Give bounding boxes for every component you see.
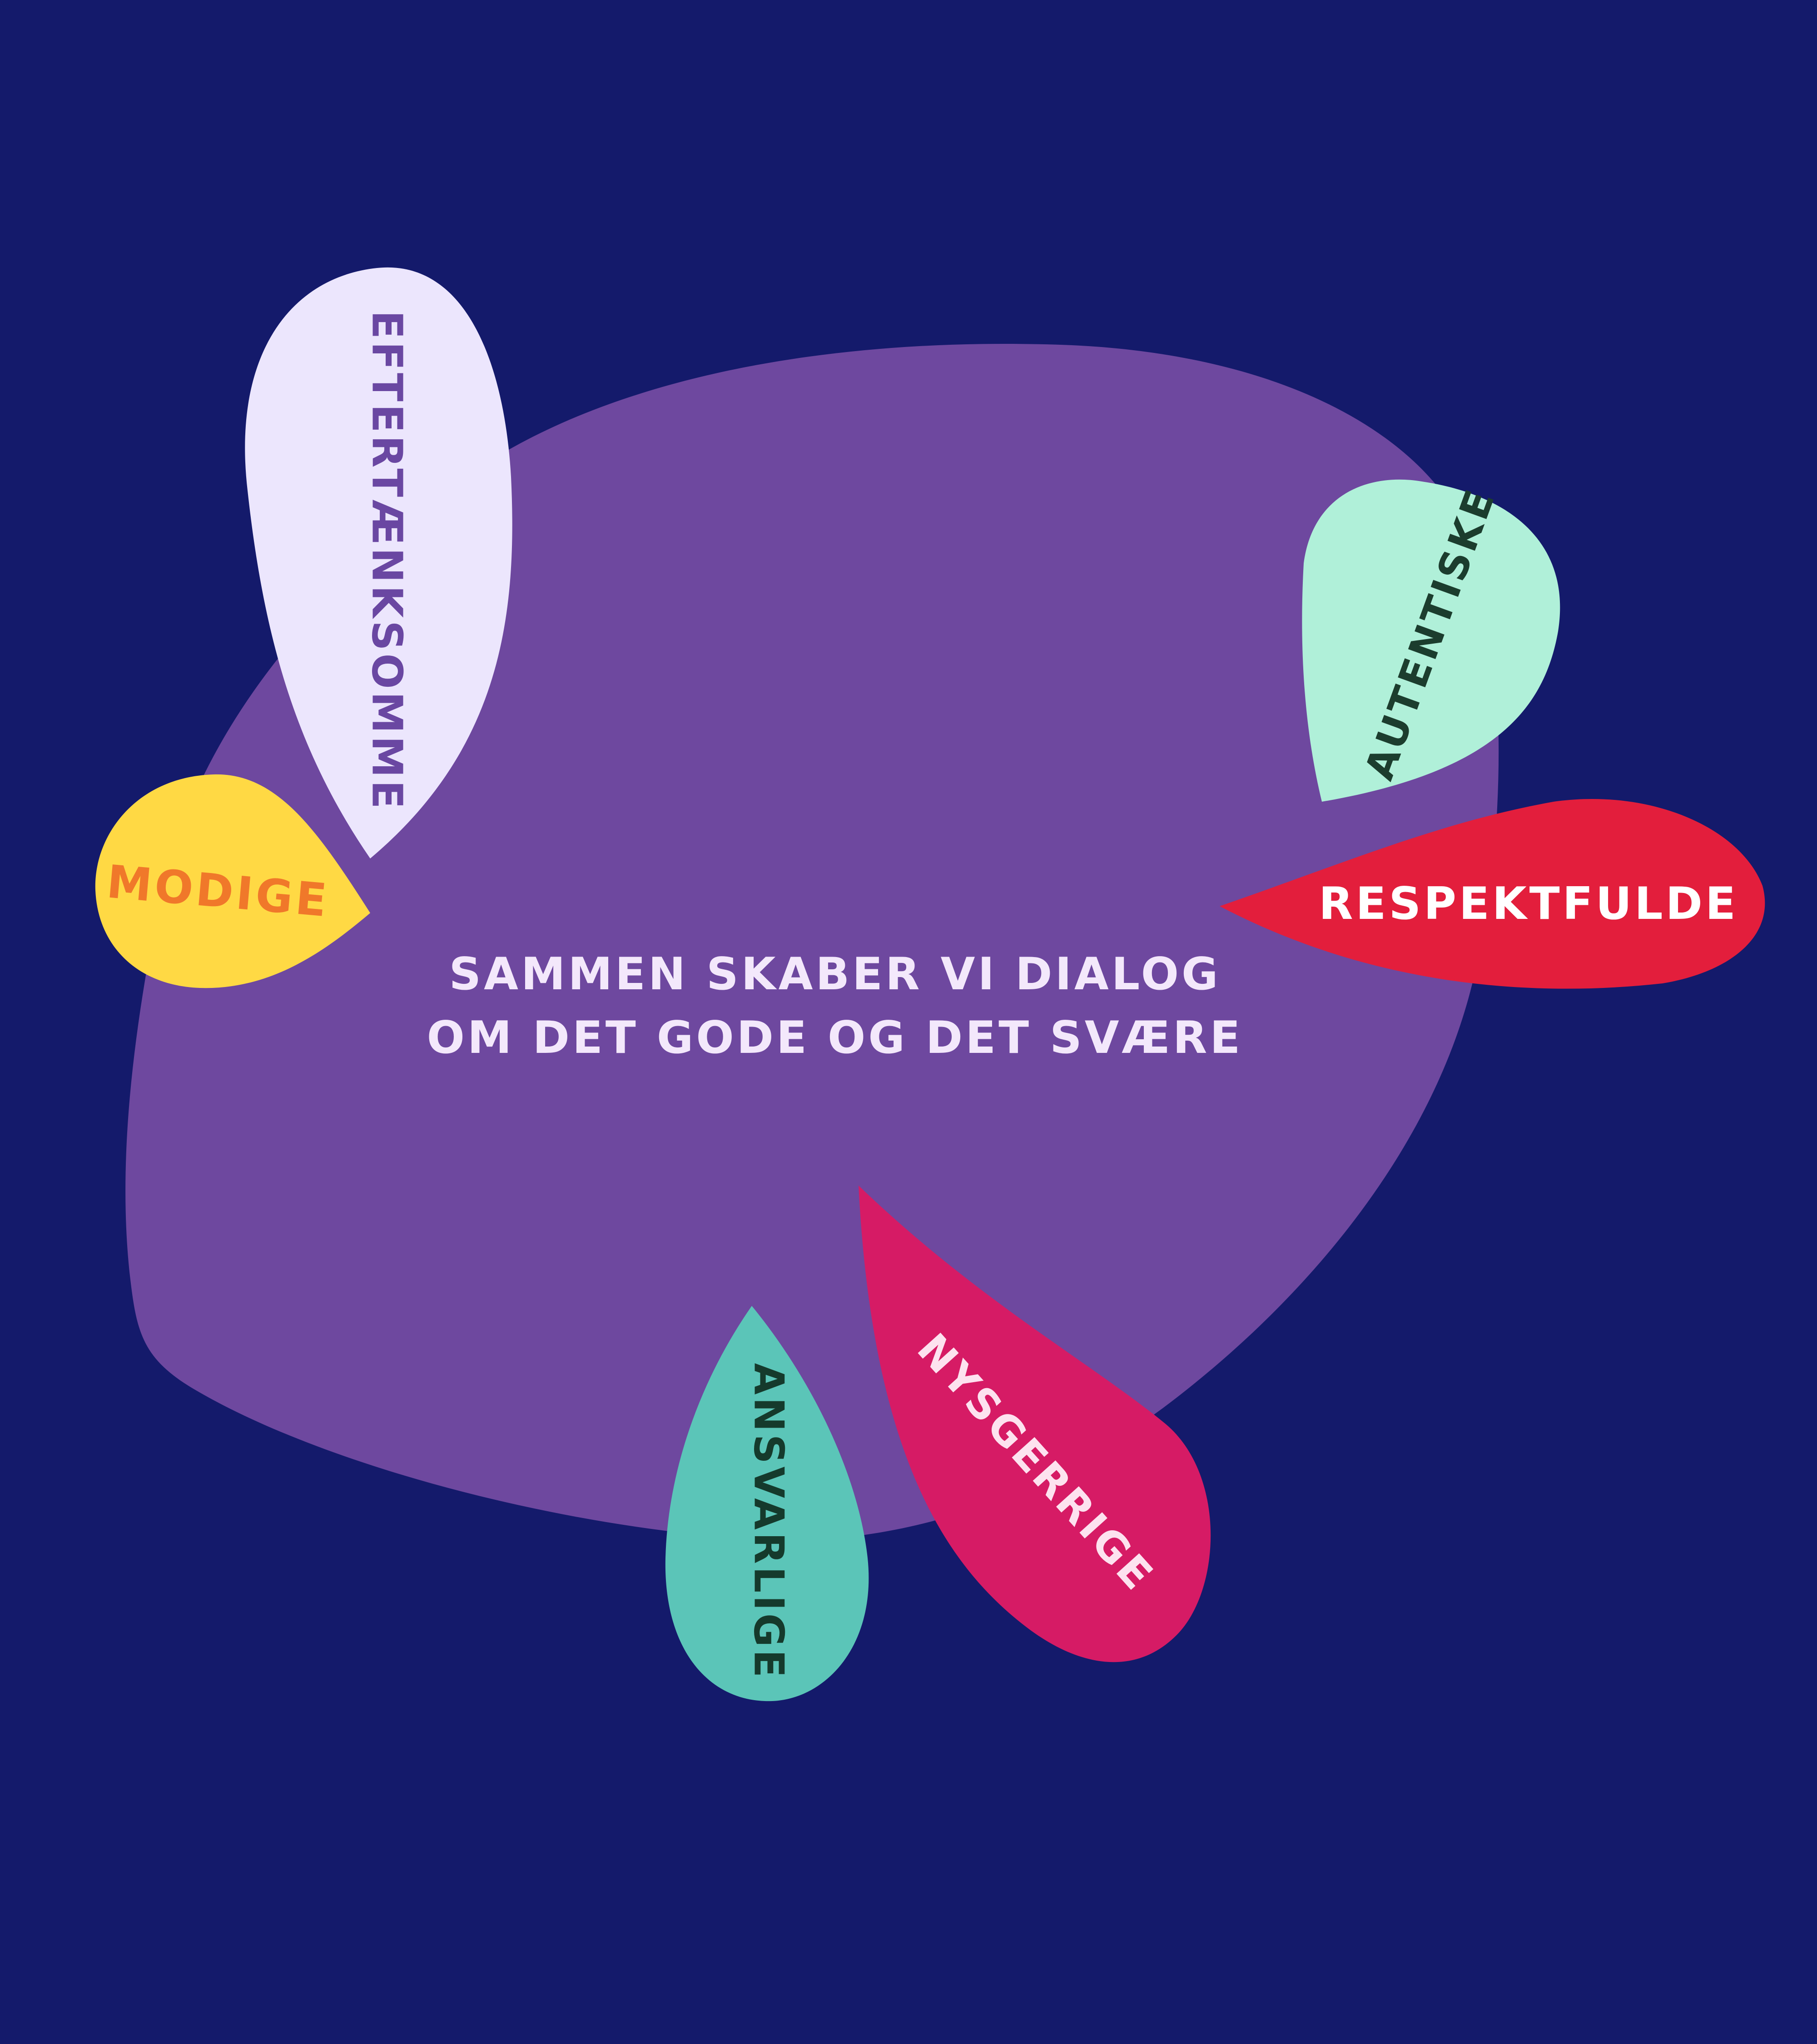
label-ansvarlige: ANSVARLIGE [745,1363,793,1680]
petal-nysgerrige [859,1186,1211,1662]
label-respektfulde: RESPEKTFULDE [1319,878,1738,930]
center-text-line-1: SAMMEN SKABER VI DIALOG [449,948,1221,1000]
center-text-line-2: OM DET GODE OG DET SVÆRE [427,1012,1243,1064]
petal-modige [95,774,370,988]
petal-respektfulde [1220,799,1765,989]
petal-ansvarlige [665,1306,869,1702]
label-eftertaenksomme: EFTERTÆNKSOMME [363,310,412,811]
petal-eftertaenksomme [245,267,512,859]
petal-autentiske [1302,479,1560,802]
